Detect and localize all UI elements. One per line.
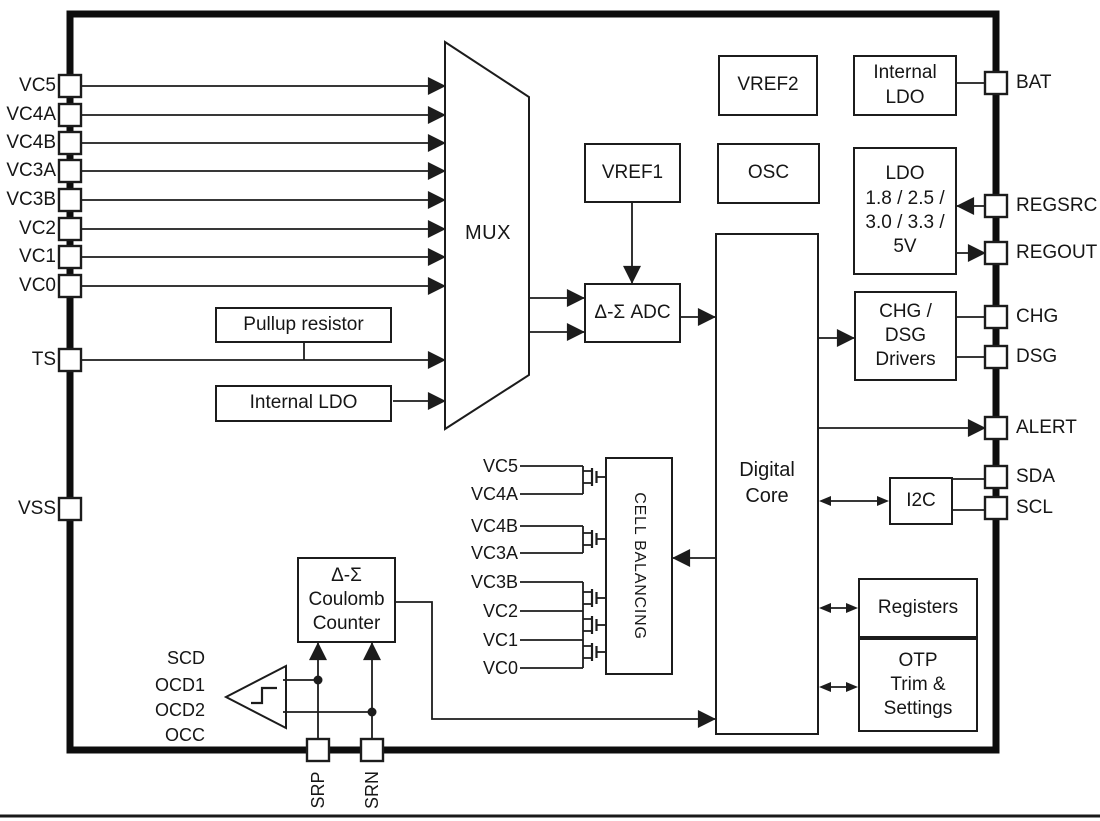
comparator-label-ocd1: OCD1 bbox=[154, 675, 205, 695]
pin-vc3b bbox=[57, 187, 83, 213]
pin-srn bbox=[359, 737, 385, 763]
pin-vc4b bbox=[57, 130, 83, 156]
pin-label-vc3b: VC3B bbox=[6, 189, 56, 210]
cell-balancing-label: CELL BALANCING bbox=[631, 492, 648, 640]
pin-regout bbox=[983, 240, 1009, 266]
pin-vc0 bbox=[57, 273, 83, 299]
cb-label-vc0: VC0 bbox=[482, 658, 518, 678]
block-internal-ldo-left: Internal LDO bbox=[215, 385, 392, 422]
comparator-label-ocd2: OCD2 bbox=[154, 700, 205, 720]
cb-label-vc3b: VC3B bbox=[470, 572, 518, 592]
pin-sda bbox=[983, 464, 1009, 490]
hysteresis-icon bbox=[251, 686, 277, 705]
comparator-label-occ: OCC bbox=[165, 725, 205, 745]
pin-ts bbox=[57, 347, 83, 373]
pin-label-sda: SDA bbox=[1016, 466, 1056, 487]
block-i2c: I2C bbox=[889, 477, 953, 525]
balancing-fet-icon bbox=[583, 530, 605, 548]
comparator-label-scd: SCD bbox=[166, 648, 205, 668]
pin-dsg bbox=[983, 344, 1009, 370]
pin-label-vc3a: VC3A bbox=[6, 160, 56, 181]
block-pullup-resistor: Pullup resistor bbox=[215, 307, 392, 343]
pin-label-vc4a: VC4A bbox=[6, 104, 56, 125]
pin-label-bat: BAT bbox=[1016, 72, 1052, 93]
pin-label-regsrc: REGSRC bbox=[1016, 195, 1098, 216]
block-registers: Registers bbox=[858, 578, 978, 638]
pin-label-chg: CHG bbox=[1016, 306, 1059, 327]
bottom-pin-squares bbox=[305, 737, 385, 763]
comparator-triangle bbox=[223, 664, 287, 730]
balancing-fet-icon bbox=[583, 616, 605, 634]
left-pin-squares bbox=[57, 73, 83, 522]
mux-label: MUX bbox=[465, 222, 511, 244]
pin-label-vc4b: VC4B bbox=[6, 132, 56, 153]
pin-label-vc5: VC5 bbox=[19, 75, 56, 96]
cb-label-vc3a: VC3A bbox=[470, 543, 518, 563]
sense-wires bbox=[251, 642, 381, 739]
block-internal-ldo-top: Internal LDO bbox=[853, 55, 957, 116]
pin-chg bbox=[983, 304, 1009, 330]
cb-label-vc2: VC2 bbox=[482, 601, 518, 621]
pin-vss bbox=[57, 496, 83, 522]
block-chg-dsg-drivers: CHG / DSG Drivers bbox=[854, 291, 957, 381]
block-coulomb-counter: Δ-Σ Coulomb Counter bbox=[297, 557, 396, 643]
pin-bat bbox=[983, 70, 1009, 96]
block-otp: OTP Trim & Settings bbox=[858, 638, 978, 732]
pin-label-dsg: DSG bbox=[1016, 346, 1058, 367]
mux-input-wires bbox=[82, 77, 446, 410]
block-osc: OSC bbox=[717, 143, 820, 204]
pin-vc5 bbox=[57, 73, 83, 99]
pin-scl bbox=[983, 495, 1009, 521]
pin-vc2 bbox=[57, 216, 83, 242]
pin-label-ts: TS bbox=[31, 349, 56, 370]
block-vref1: VREF1 bbox=[584, 143, 681, 203]
pin-regsrc bbox=[983, 193, 1009, 219]
block-vref2: VREF2 bbox=[718, 55, 818, 116]
cb-label-vc5: VC5 bbox=[482, 456, 518, 476]
pin-label-vc2: VC2 bbox=[19, 218, 56, 239]
pin-vc4a bbox=[57, 102, 83, 128]
balancing-fet-icon bbox=[583, 589, 605, 607]
block-ldo: LDO 1.8 / 2.5 / 3.0 / 3.3 / 5V bbox=[853, 147, 957, 275]
pin-label-scl: SCL bbox=[1016, 497, 1053, 518]
balancing-fet-icon bbox=[583, 468, 605, 486]
right-pin-squares bbox=[983, 70, 1009, 521]
cb-label-vc4a: VC4A bbox=[470, 484, 518, 504]
block-digital-core: Digital Core bbox=[715, 233, 819, 735]
block-adc: Δ-Σ ADC bbox=[584, 283, 681, 343]
pin-vc3a bbox=[57, 158, 83, 184]
pin-label-vc0: VC0 bbox=[19, 275, 56, 296]
right-pin-wires bbox=[953, 82, 986, 511]
pin-label-vss: VSS bbox=[17, 498, 56, 519]
pin-label-srp: SRP bbox=[308, 771, 328, 809]
cb-label-vc4b: VC4B bbox=[470, 516, 518, 536]
balancing-fet-icon bbox=[583, 643, 605, 661]
cell-balancing-wires bbox=[520, 465, 605, 669]
cb-label-vc1: VC1 bbox=[482, 630, 518, 650]
pin-label-regout: REGOUT bbox=[1016, 242, 1098, 263]
pin-label-alert: ALERT bbox=[1016, 417, 1077, 438]
pin-vc1 bbox=[57, 244, 83, 270]
pin-alert bbox=[983, 415, 1009, 441]
pin-label-srn: SRN bbox=[362, 771, 382, 810]
pin-srp bbox=[305, 737, 331, 763]
pin-label-vc1: VC1 bbox=[19, 246, 56, 267]
